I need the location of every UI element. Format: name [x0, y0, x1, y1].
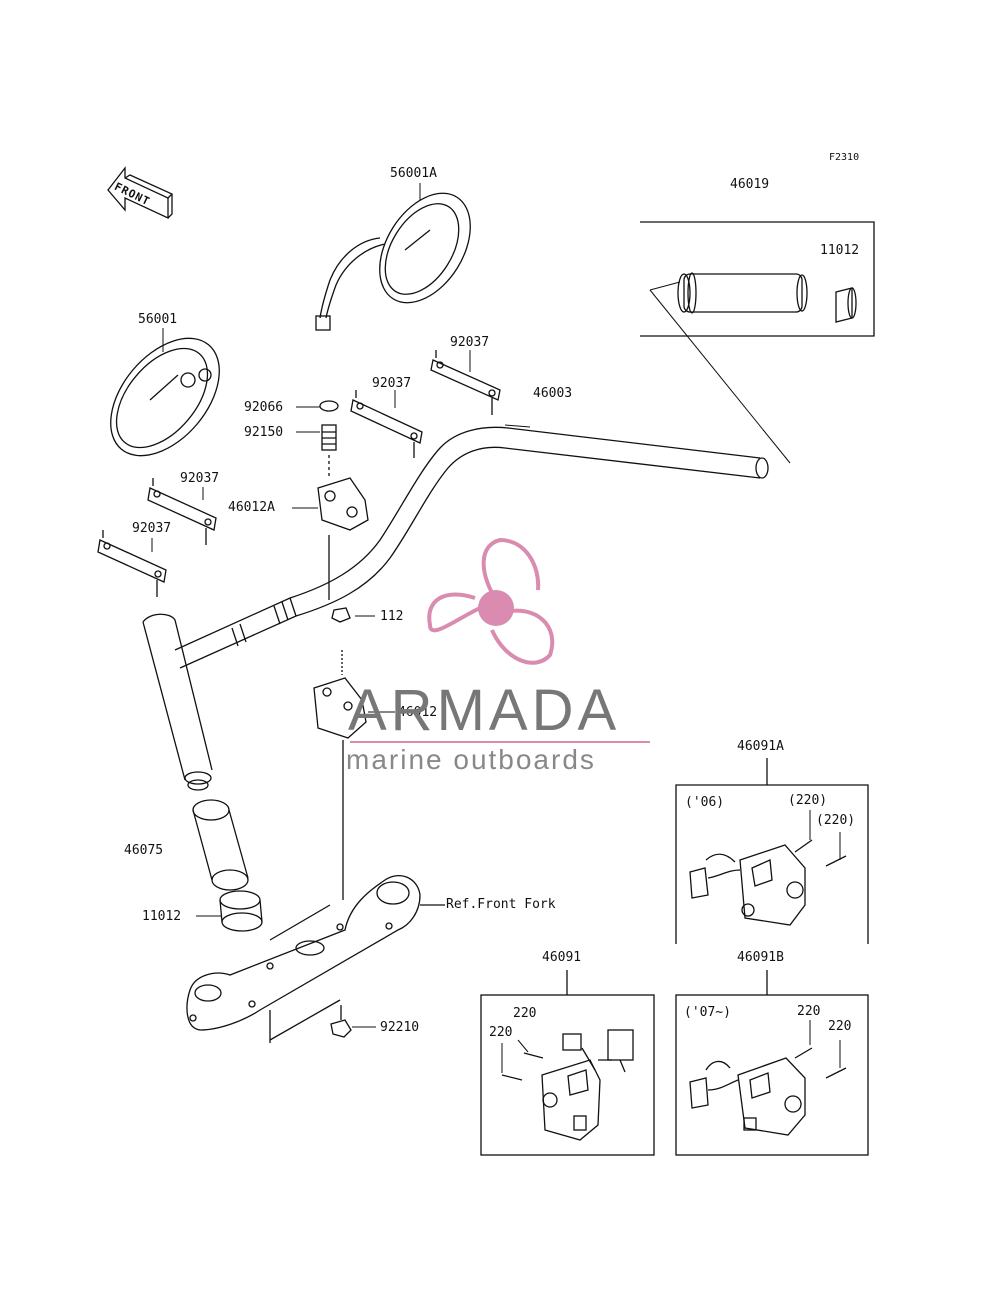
part-label-11012-top: 11012 [820, 243, 860, 258]
part-label-220-b: 220 [489, 1025, 513, 1040]
diagram-code: F2310 [829, 152, 860, 163]
switch-box-46091A [675, 758, 869, 944]
part-label-46003: 46003 [533, 386, 573, 401]
part-label-ref-front-fork: Ref.Front Fork [446, 897, 556, 912]
part-label-92066: 92066 [244, 400, 284, 415]
clamp-92037-a [430, 350, 501, 415]
part-label-220-c: 220 [797, 1004, 821, 1019]
front-arrow-icon [107, 166, 173, 220]
part-label-46091: 46091 [542, 950, 582, 965]
mirror-56001 [110, 337, 220, 457]
mirror-56001A [315, 192, 471, 331]
grip-46075 [192, 799, 249, 891]
part-label-46019: 46019 [730, 177, 770, 192]
clamp-92037-c [147, 478, 217, 545]
part-label-56001A: 56001A [390, 166, 437, 181]
part-label-220-paren-1: (220) [788, 793, 828, 808]
part-label-56001: 56001 [138, 312, 178, 327]
part-label-92037-c: 92037 [180, 471, 220, 486]
year-label-06: ('06) [685, 795, 725, 810]
holder-46012A [317, 477, 369, 600]
propeller-logo [427, 537, 555, 665]
part-label-220-a: 220 [513, 1006, 537, 1021]
clamp-92037-b [350, 390, 423, 458]
clamp-92037-d [97, 530, 167, 597]
handlebar-46003 [142, 426, 769, 791]
part-label-92037-a: 92037 [450, 335, 490, 350]
part-label-46091A: 46091A [737, 739, 784, 754]
nut-92210 [330, 1005, 352, 1038]
part-label-46075: 46075 [124, 843, 164, 858]
throttle-grip-46019 [640, 221, 875, 337]
front-fork-bracket [186, 875, 445, 1043]
part-label-220-d: 220 [828, 1019, 852, 1034]
part-label-92037-d: 92037 [132, 521, 172, 536]
year-label-07: ('07~) [684, 1005, 731, 1020]
switch-box-46091B [675, 970, 869, 1156]
washer-92066 [319, 400, 339, 412]
switch-box-46091 [480, 970, 655, 1156]
bolt-92150 [321, 424, 337, 478]
part-label-220-paren-2: (220) [816, 813, 856, 828]
part-label-46091B: 46091B [737, 950, 784, 965]
part-label-11012-bottom: 11012 [142, 909, 182, 924]
watermark-name: ARMADA [348, 678, 621, 743]
leader-lines [151, 183, 841, 1073]
end-weight-11012 [219, 890, 263, 932]
nut-112 [331, 607, 351, 623]
part-label-112: 112 [380, 609, 404, 624]
part-label-92150: 92150 [244, 425, 284, 440]
part-label-46012: 46012 [398, 705, 438, 720]
part-label-46012A: 46012A [228, 500, 275, 515]
part-label-92037-b: 92037 [372, 376, 412, 391]
holder-46012 [313, 650, 367, 900]
part-label-92210: 92210 [380, 1020, 420, 1035]
watermark-tagline: marine outboards [346, 744, 596, 775]
